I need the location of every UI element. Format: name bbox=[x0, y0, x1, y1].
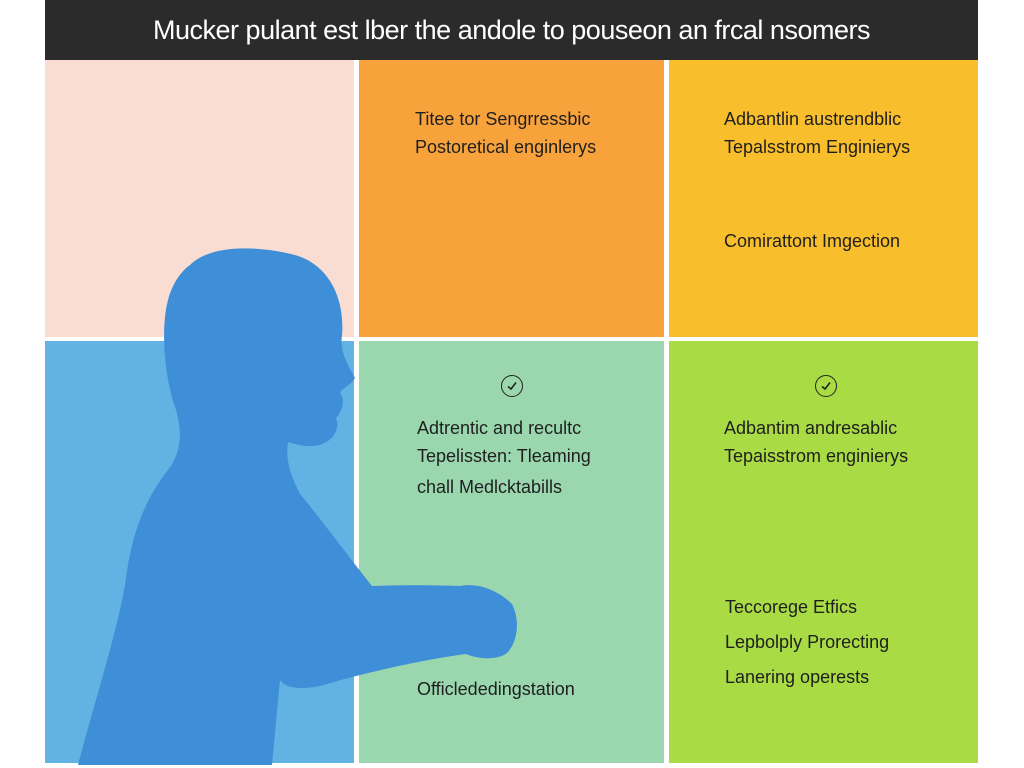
page-title: Mucker pulant est lber the andole to pou… bbox=[153, 14, 870, 45]
lime-line-2: Tepaisstrom enginierys bbox=[724, 446, 909, 466]
check-circle-icon bbox=[815, 375, 837, 397]
cell-orange bbox=[359, 60, 664, 337]
green-line-1: Adtrentic and recultc bbox=[417, 418, 582, 438]
lime-list: Teccorege Etfics Lepbolply Prorecting La… bbox=[725, 590, 889, 695]
yellow-cell-text: Adbantlin austrendblic Tepalsstrom Engin… bbox=[724, 105, 910, 161]
yellow-extra-text: Comirattont Imgection bbox=[724, 231, 901, 251]
cell-lime bbox=[669, 341, 978, 763]
yellow-line-2: Tepalsstrom Enginierys bbox=[724, 137, 911, 157]
header-bar: Mucker pulant est lber the andole to pou… bbox=[45, 0, 978, 60]
lime-line-1: Adbantim andresablic bbox=[724, 418, 898, 438]
green-footer-text: Officlededingstation bbox=[417, 679, 575, 699]
list-item: Lepbolply Prorecting bbox=[725, 632, 890, 652]
orange-line-1: Titee tor Sengrressbic bbox=[415, 109, 591, 129]
green-line-2: Tepelissten: Tleaming bbox=[417, 446, 591, 466]
green-line-3: chall Medlcktabills bbox=[417, 477, 563, 497]
orange-line-2: Postoretical enginlerys bbox=[415, 137, 597, 157]
list-item: Lanering operests bbox=[725, 667, 870, 687]
orange-cell-text: Titee tor Sengrressbic Postoretical engi… bbox=[415, 105, 596, 161]
green-cell-text: Adtrentic and recultc Tepelissten: Tleam… bbox=[417, 414, 591, 501]
check-circle-icon bbox=[501, 375, 523, 397]
lime-cell-text: Adbantim andresablic Tepaisstrom enginie… bbox=[724, 414, 908, 470]
list-item: Teccorege Etfics bbox=[725, 597, 858, 617]
cell-green bbox=[359, 341, 664, 763]
yellow-line-1: Adbantlin austrendblic bbox=[724, 109, 902, 129]
cell-yellow bbox=[669, 60, 978, 337]
